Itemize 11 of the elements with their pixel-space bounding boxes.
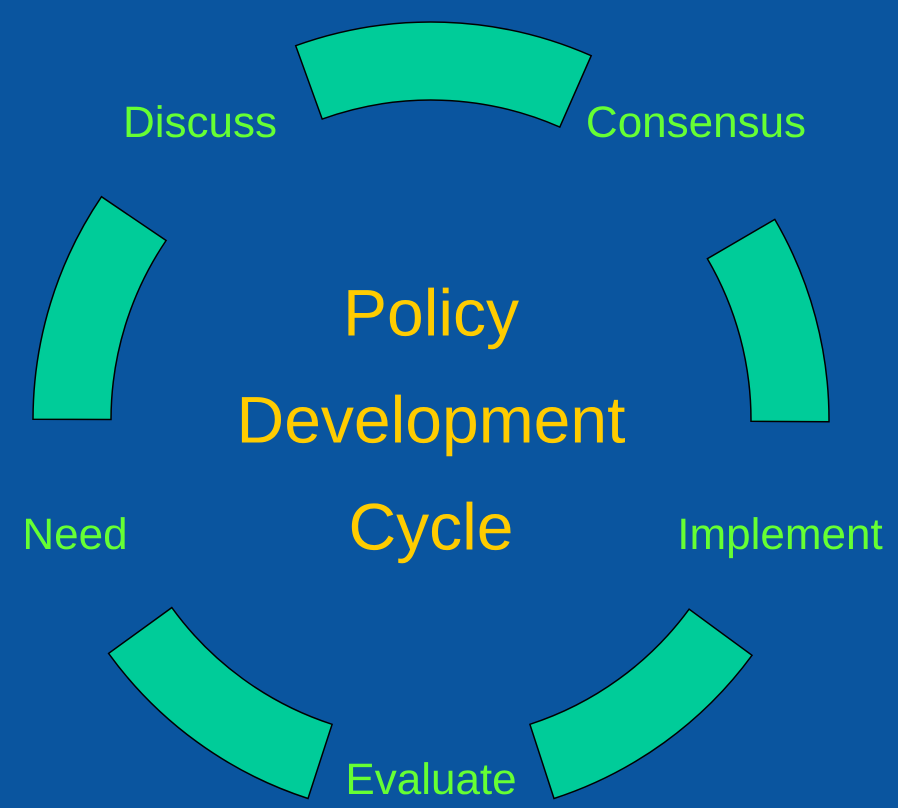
title: Policy Development Cycle [236, 274, 626, 566]
arc-band [706, 218, 830, 422]
arc-band [108, 606, 333, 800]
stage-label: Consensus [586, 98, 806, 148]
stage-label: Discuss [122, 98, 278, 148]
stage-label: Need [22, 510, 128, 560]
stage-label: Evaluate [345, 756, 517, 804]
arc-band [32, 196, 167, 420]
arc-band [529, 608, 753, 800]
arc-band [294, 22, 592, 128]
stage-label: Implement [677, 510, 883, 560]
